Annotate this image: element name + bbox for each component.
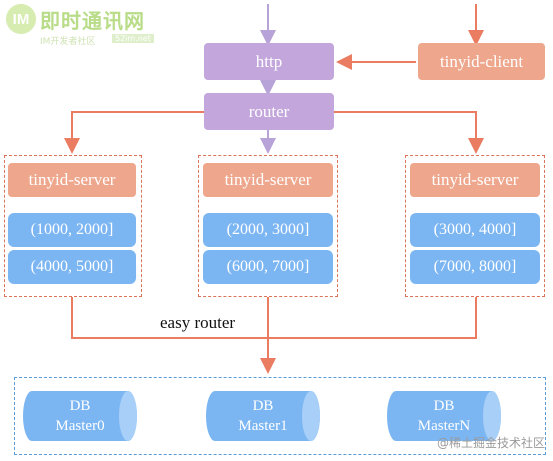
- db-cylinder-icon: [23, 391, 137, 441]
- easy-router-left: [71, 297, 268, 339]
- server-3-range-2: (7000, 8000]: [410, 250, 540, 284]
- server-1-range-2: (4000, 5000]: [8, 250, 136, 284]
- db-master1-line1: DB: [252, 398, 274, 414]
- server-1-range-1: (1000, 2000]: [8, 213, 136, 247]
- easy-router-caption: easy router: [160, 313, 236, 332]
- watermark-title: 即时通讯网: [40, 8, 145, 33]
- db-group: [14, 377, 546, 455]
- server-3-range-1: (3000, 4000]: [410, 213, 540, 247]
- server-3-label: tinyid-server: [410, 163, 540, 197]
- http-node: http: [204, 43, 334, 80]
- router-node: router: [204, 93, 334, 130]
- watermark-subtitle: IM开发者社区: [40, 37, 96, 47]
- db-master1: DB Master1: [205, 389, 321, 443]
- server-2-range-1: (2000, 3000]: [203, 213, 333, 247]
- db-mastern: DB MasterN: [386, 389, 502, 443]
- router-right-branch: [334, 111, 484, 154]
- watermark-logo: IM 即时通讯网: [6, 4, 145, 34]
- server-group-3: [405, 155, 545, 297]
- db-master1-line2: Master1: [238, 418, 288, 434]
- db-mastern-line1: DB: [433, 398, 455, 414]
- server-1-label: tinyid-server: [8, 163, 136, 197]
- server-2-range-2: (6000, 7000]: [203, 250, 333, 284]
- db-master0: DB Master0: [22, 389, 138, 443]
- server-group-1: [4, 155, 142, 297]
- tinyid-client-node: tinyid-client: [418, 43, 545, 80]
- easy-router-right: [268, 297, 477, 339]
- server-group-2: [198, 155, 338, 297]
- db-cylinder-icon: [387, 391, 501, 441]
- db-master0-line2: Master0: [55, 418, 105, 434]
- db-mastern-line2: MasterN: [417, 418, 471, 434]
- db-master0-line1: DB: [69, 398, 91, 414]
- server-2-label: tinyid-server: [203, 163, 333, 197]
- watermark-url: 52im.net: [112, 34, 154, 43]
- router-left-branch: [64, 111, 204, 154]
- db-cylinder-icon: [206, 391, 320, 441]
- footer-watermark: @稀土掘金技术社区: [436, 436, 545, 450]
- logo-icon: IM: [6, 4, 36, 34]
